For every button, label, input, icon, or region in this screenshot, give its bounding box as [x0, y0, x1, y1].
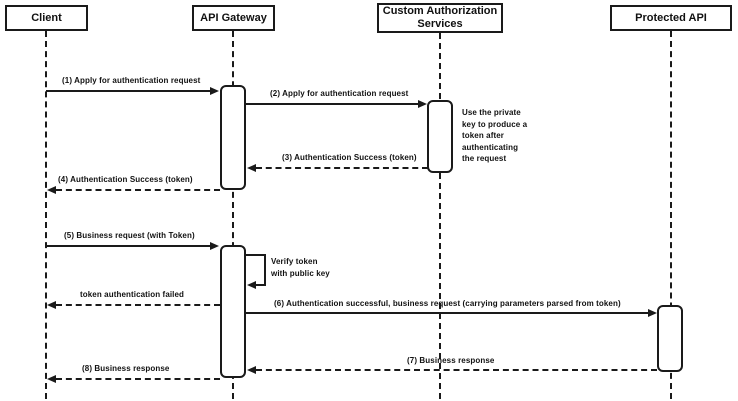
activation-custom-auth: [427, 100, 453, 173]
self-message-top-line: [246, 254, 266, 256]
lifeline-protected-api: [670, 31, 672, 399]
message-line-token-failed: [56, 304, 220, 306]
participant-client: Client: [5, 5, 88, 31]
arrowhead-left-icon: [247, 366, 256, 374]
activation-api-gateway-auth: [220, 85, 246, 190]
message-label-7: (7) Business response: [407, 356, 495, 365]
message-label-6: (6) Authentication successful, business …: [274, 299, 621, 308]
arrowhead-left-icon: [247, 164, 256, 172]
lifeline-custom-authorization-services: [439, 33, 441, 399]
lifeline-api-gateway: [232, 31, 234, 399]
participant-custom-authorization-services: Custom Authorization Services: [377, 3, 503, 33]
message-line-6: [244, 312, 648, 314]
arrowhead-right-icon: [210, 87, 219, 95]
message-line-1: [46, 90, 210, 92]
message-label-5: (5) Business request (with Token): [64, 231, 195, 240]
activation-api-gateway-business: [220, 245, 246, 378]
message-line-8: [56, 378, 220, 380]
message-label-4: (4) Authentication Success (token): [58, 175, 193, 184]
message-line-4: [56, 189, 220, 191]
message-label-verify-token: Verify token with public key: [271, 257, 330, 278]
arrowhead-right-icon: [648, 309, 657, 317]
message-label-8: (8) Business response: [82, 364, 170, 373]
message-line-2: [244, 103, 418, 105]
self-message-bottom-line: [256, 284, 266, 286]
activation-protected-api: [657, 305, 683, 372]
arrowhead-left-icon: [47, 375, 56, 383]
arrowhead-left-icon: [247, 281, 256, 289]
arrowhead-left-icon: [47, 301, 56, 309]
participant-api-gateway: API Gateway: [192, 5, 275, 31]
arrowhead-right-icon: [418, 100, 427, 108]
arrowhead-left-icon: [47, 186, 56, 194]
message-label-3: (3) Authentication Success (token): [282, 153, 417, 162]
message-line-5: [46, 245, 210, 247]
message-label-1: (1) Apply for authentication request: [62, 76, 201, 85]
message-label-token-failed: token authentication failed: [80, 290, 185, 299]
self-message-right-line: [264, 254, 266, 285]
participant-protected-api: Protected API: [610, 5, 732, 31]
message-line-7: [256, 369, 657, 371]
arrowhead-right-icon: [210, 242, 219, 250]
lifeline-client: [45, 31, 47, 399]
note-private-key: Use the private key to produce a token a…: [462, 108, 528, 164]
message-label-2: (2) Apply for authentication request: [270, 89, 409, 98]
message-line-3: [256, 167, 428, 169]
